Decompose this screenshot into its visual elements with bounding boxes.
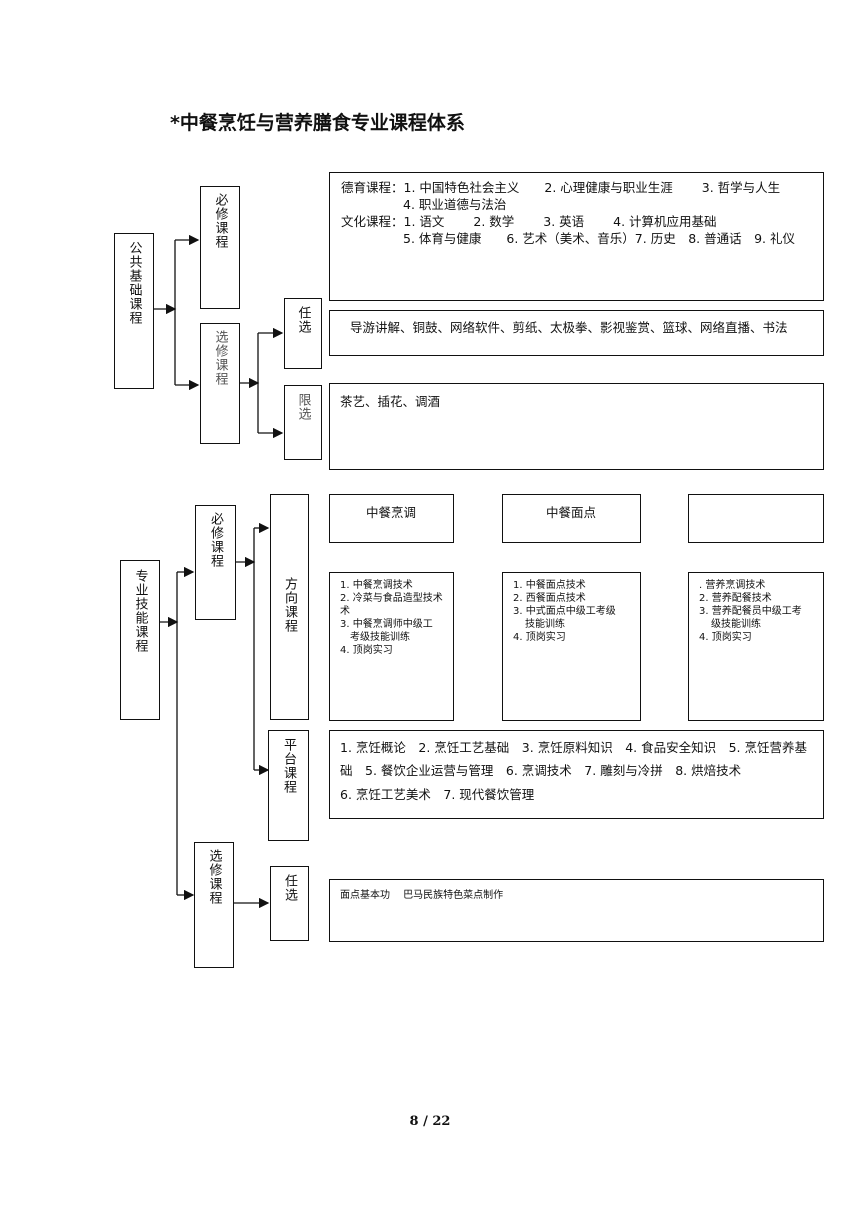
page-number: 8 / 22	[409, 1114, 451, 1129]
platform-content-box: 1. 烹饪概论 2. 烹饪工艺基础 3. 烹饪原料知识 4. 食品安全知识 5.…	[329, 730, 824, 819]
list-item: 1. 中餐烹调技术	[340, 580, 413, 591]
list-item: 3. 中式面点中级工考级	[513, 606, 616, 617]
public-free-content-box: 导游讲解、铜鼓、网络软件、剪纸、太极拳、影视鉴赏、篮球、网络直播、书法	[329, 310, 824, 356]
moral-courses-line-cont: 4. 职业道德与法治	[403, 197, 507, 212]
professional-elective-node: 选修课程	[194, 842, 234, 968]
list-item: 考级技能训练	[350, 632, 410, 643]
list-item: 4. 顶岗实习	[513, 632, 566, 643]
public-required-node: 必修课程	[200, 186, 240, 309]
list-item: 4. 顶岗实习	[340, 645, 393, 656]
list-item: 2. 冷菜与食品造型技术	[340, 593, 443, 604]
direction-list-chinese-cooking: 1. 中餐烹调技术 2. 冷菜与食品造型技术 术 3. 中餐烹调师中级工 考级技…	[329, 572, 454, 721]
public-required-content-box: 德育课程：1. 中国特色社会主义 2. 心理健康与职业生涯 3. 哲学与人生 4…	[329, 172, 824, 301]
list-item: 级技能训练	[711, 619, 761, 630]
list-item: 3. 中餐烹调师中级工	[340, 619, 433, 630]
list-item: 术	[340, 606, 350, 617]
direction-header-chinese-cooking: 中餐烹调	[329, 494, 454, 543]
platform-courses-node: 平台课程	[268, 730, 309, 841]
professional-skill-courses-node: 专业技能课程	[120, 560, 160, 720]
direction-header-chinese-pastry: 中餐面点	[502, 494, 641, 543]
direction-header-nutrition	[688, 494, 824, 543]
moral-courses-line: 德育课程：1. 中国特色社会主义 2. 心理健康与职业生涯 3. 哲学与人生	[341, 180, 781, 195]
culture-courses-line: 文化课程：1. 语文 2. 数学 3. 英语 4. 计算机应用基础	[341, 214, 717, 229]
public-limited-elective-node: 限选	[284, 385, 322, 460]
list-item: 2. 营养配餐技术	[699, 593, 772, 604]
public-limited-content-box: 茶艺、插花、调酒	[329, 383, 824, 470]
professional-free-elective-node: 任选	[270, 866, 309, 941]
list-item: 2. 西餐面点技术	[513, 593, 586, 604]
public-basic-courses-node: 公共基础课程	[114, 233, 154, 389]
list-item: 4. 顶岗实习	[699, 632, 752, 643]
public-elective-node: 选修课程	[200, 323, 240, 444]
list-item: 技能训练	[525, 619, 565, 630]
list-item: 1. 中餐面点技术	[513, 580, 586, 591]
page-title: *中餐烹饪与营养膳食专业课程体系	[170, 112, 465, 134]
list-item: 3. 营养配餐员中级工考	[699, 606, 802, 617]
direction-courses-node: 方向课程	[270, 494, 309, 720]
culture-courses-line-cont: 5. 体育与健康 6. 艺术（美术、音乐）7. 历史 8. 普通话 9. 礼仪	[403, 231, 795, 246]
direction-list-nutrition: . 营养烹调技术 2. 营养配餐技术 3. 营养配餐员中级工考 级技能训练 4.…	[688, 572, 824, 721]
direction-list-chinese-pastry: 1. 中餐面点技术 2. 西餐面点技术 3. 中式面点中级工考级 技能训练 4.…	[502, 572, 641, 721]
public-free-elective-node: 任选	[284, 298, 322, 369]
list-item: . 营养烹调技术	[699, 580, 766, 591]
professional-required-node: 必修课程	[195, 505, 236, 620]
professional-free-content-box: 面点基本功 巴马民族特色菜点制作	[329, 879, 824, 942]
